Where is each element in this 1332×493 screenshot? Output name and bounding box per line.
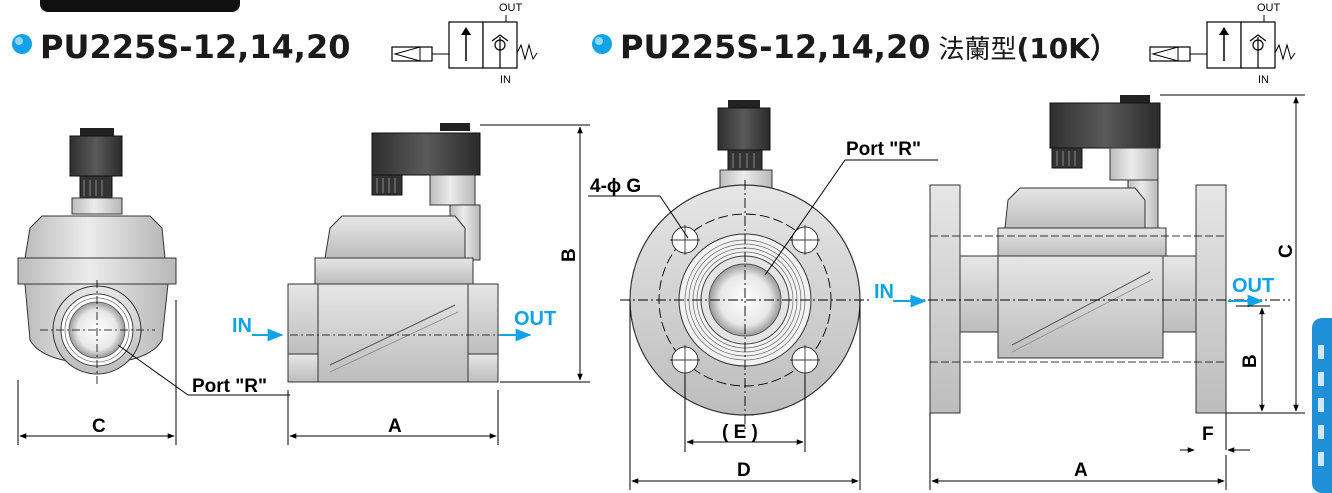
title-left: PU225S-12,14,20	[12, 28, 350, 66]
header-tab	[40, 0, 240, 12]
dim-c-label: C	[92, 416, 106, 437]
dim-b-label-2: B	[1240, 354, 1261, 368]
dim-a-label-1: A	[388, 416, 402, 437]
valve-symbol-left: OUT IN	[391, 2, 538, 86]
symbol-out-label: OUT	[499, 2, 523, 14]
in-label-1: IN	[232, 315, 252, 337]
dim-c-label-2: C	[1276, 244, 1297, 258]
out-label-2: OUT	[1232, 275, 1274, 297]
port-r-label-flange: Port "R"	[846, 139, 921, 160]
dim-b-label-1: B	[559, 248, 580, 262]
symbol-in-label: IN	[1258, 74, 1269, 86]
title-left-text: PU225S-12,14,20	[40, 28, 350, 66]
in-label-2: IN	[874, 281, 894, 303]
symbol-out-label: OUT	[1257, 2, 1281, 14]
dim-e-label: ( E )	[722, 422, 758, 443]
dim-a-label-2: A	[1074, 460, 1088, 481]
bullet-icon	[12, 34, 32, 54]
symbol-in-label: IN	[500, 74, 511, 86]
four-phi-g-label: 4-ϕ G	[590, 176, 641, 197]
valve-symbol-right: OUT IN	[1149, 2, 1296, 86]
side-view-flange: IN OUT C B F A	[874, 94, 1305, 490]
port-r-label: Port "R"	[192, 376, 267, 397]
dim-d-label: D	[737, 460, 751, 481]
out-label-1: OUT	[514, 308, 556, 330]
side-view-threaded: IN OUT B A	[232, 123, 590, 445]
front-view-threaded: Port "R" C	[17, 128, 290, 445]
dim-f-label: F	[1202, 424, 1214, 445]
bullet-icon	[592, 34, 612, 54]
front-view-flange: 4-ϕ G Port "R" ( E ) D	[588, 100, 938, 490]
